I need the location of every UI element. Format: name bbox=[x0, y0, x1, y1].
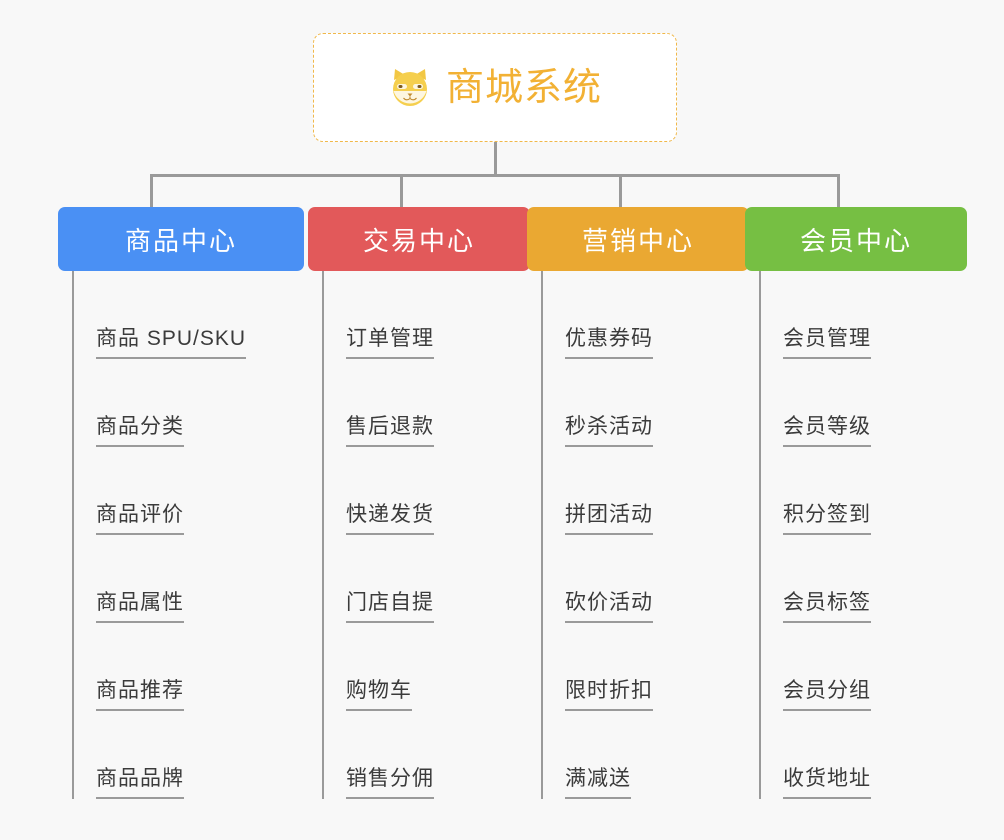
branch-header-member[interactable]: 会员中心 bbox=[745, 207, 967, 271]
list-item[interactable]: 会员分组 bbox=[761, 623, 967, 711]
list-item[interactable]: 商品品牌 bbox=[74, 711, 304, 799]
branch-label: 营销中心 bbox=[581, 225, 694, 256]
list-item[interactable]: 商品评价 bbox=[74, 447, 304, 535]
child-label: 拼团活动 bbox=[565, 503, 653, 535]
list-item[interactable]: 商品推荐 bbox=[74, 623, 304, 711]
connector-drop-trade bbox=[400, 174, 403, 207]
list-item[interactable]: 秒杀活动 bbox=[543, 359, 749, 447]
branch-children-member: 会员管理 会员等级 积分签到 会员标签 会员分组 收货地址 bbox=[759, 271, 967, 799]
list-item[interactable]: 砍价活动 bbox=[543, 535, 749, 623]
child-label: 商品分类 bbox=[96, 415, 184, 447]
child-label: 订单管理 bbox=[346, 327, 434, 359]
child-label: 商品品牌 bbox=[96, 767, 184, 799]
child-label: 限时折扣 bbox=[565, 679, 653, 711]
branch-trade-center: 交易中心 订单管理 售后退款 快递发货 门店自提 购物车 销售分佣 bbox=[308, 207, 530, 799]
child-label: 商品属性 bbox=[96, 591, 184, 623]
branch-header-marketing[interactable]: 营销中心 bbox=[527, 207, 749, 271]
branch-children-product: 商品 SPU/SKU 商品分类 商品评价 商品属性 商品推荐 商品品牌 bbox=[72, 271, 304, 799]
child-label: 快递发货 bbox=[346, 503, 434, 535]
list-item[interactable]: 会员管理 bbox=[761, 271, 967, 359]
list-item[interactable]: 满减送 bbox=[543, 711, 749, 799]
branch-member-center: 会员中心 会员管理 会员等级 积分签到 会员标签 会员分组 收货地址 bbox=[745, 207, 967, 799]
branch-label: 商品中心 bbox=[124, 225, 237, 256]
list-item[interactable]: 快递发货 bbox=[324, 447, 530, 535]
list-item[interactable]: 会员等级 bbox=[761, 359, 967, 447]
branch-header-product[interactable]: 商品中心 bbox=[58, 207, 304, 271]
child-label: 优惠券码 bbox=[565, 327, 653, 359]
branch-product-center: 商品中心 商品 SPU/SKU 商品分类 商品评价 商品属性 商品推荐 商品品牌 bbox=[58, 207, 304, 799]
list-item[interactable]: 优惠券码 bbox=[543, 271, 749, 359]
connector-drop-product bbox=[150, 174, 153, 207]
child-label: 秒杀活动 bbox=[565, 415, 653, 447]
list-item[interactable]: 门店自提 bbox=[324, 535, 530, 623]
list-item[interactable]: 商品属性 bbox=[74, 535, 304, 623]
list-item[interactable]: 拼团活动 bbox=[543, 447, 749, 535]
branch-marketing-center: 营销中心 优惠券码 秒杀活动 拼团活动 砍价活动 限时折扣 满减送 bbox=[527, 207, 749, 799]
child-label: 会员标签 bbox=[783, 591, 871, 623]
connector-drop-marketing bbox=[619, 174, 622, 207]
branch-label: 交易中心 bbox=[362, 225, 475, 256]
branch-children-trade: 订单管理 售后退款 快递发货 门店自提 购物车 销售分佣 bbox=[322, 271, 530, 799]
child-label: 收货地址 bbox=[783, 767, 871, 799]
root-node[interactable]: 商城系统 bbox=[313, 33, 677, 142]
connector-root-stem bbox=[494, 142, 497, 176]
child-label: 销售分佣 bbox=[346, 767, 434, 799]
branch-header-trade[interactable]: 交易中心 bbox=[308, 207, 530, 271]
child-label: 售后退款 bbox=[346, 415, 434, 447]
branch-label: 会员中心 bbox=[799, 225, 912, 256]
root-title: 商城系统 bbox=[445, 66, 602, 109]
child-label: 会员等级 bbox=[783, 415, 871, 447]
child-label: 积分签到 bbox=[783, 503, 871, 535]
child-label: 购物车 bbox=[346, 679, 412, 711]
list-item[interactable]: 购物车 bbox=[324, 623, 530, 711]
branch-children-marketing: 优惠券码 秒杀活动 拼团活动 砍价活动 限时折扣 满减送 bbox=[541, 271, 749, 799]
child-label: 门店自提 bbox=[346, 591, 434, 623]
list-item[interactable]: 订单管理 bbox=[324, 271, 530, 359]
list-item[interactable]: 商品 SPU/SKU bbox=[74, 271, 304, 359]
list-item[interactable]: 售后退款 bbox=[324, 359, 530, 447]
child-label: 满减送 bbox=[565, 767, 631, 799]
child-label: 商品 SPU/SKU bbox=[96, 327, 247, 359]
child-label: 会员分组 bbox=[783, 679, 871, 711]
child-label: 商品推荐 bbox=[96, 679, 184, 711]
connector-drop-member bbox=[837, 174, 840, 207]
list-item[interactable]: 收货地址 bbox=[761, 711, 967, 799]
list-item[interactable]: 商品分类 bbox=[74, 359, 304, 447]
child-label: 砍价活动 bbox=[565, 591, 653, 623]
list-item[interactable]: 限时折扣 bbox=[543, 623, 749, 711]
child-label: 商品评价 bbox=[96, 503, 184, 535]
list-item[interactable]: 会员标签 bbox=[761, 535, 967, 623]
list-item[interactable]: 积分签到 bbox=[761, 447, 967, 535]
shiba-dog-face-icon bbox=[392, 68, 427, 106]
child-label: 会员管理 bbox=[783, 327, 871, 359]
list-item[interactable]: 销售分佣 bbox=[324, 711, 530, 799]
connector-horizontal-bus bbox=[150, 174, 840, 177]
